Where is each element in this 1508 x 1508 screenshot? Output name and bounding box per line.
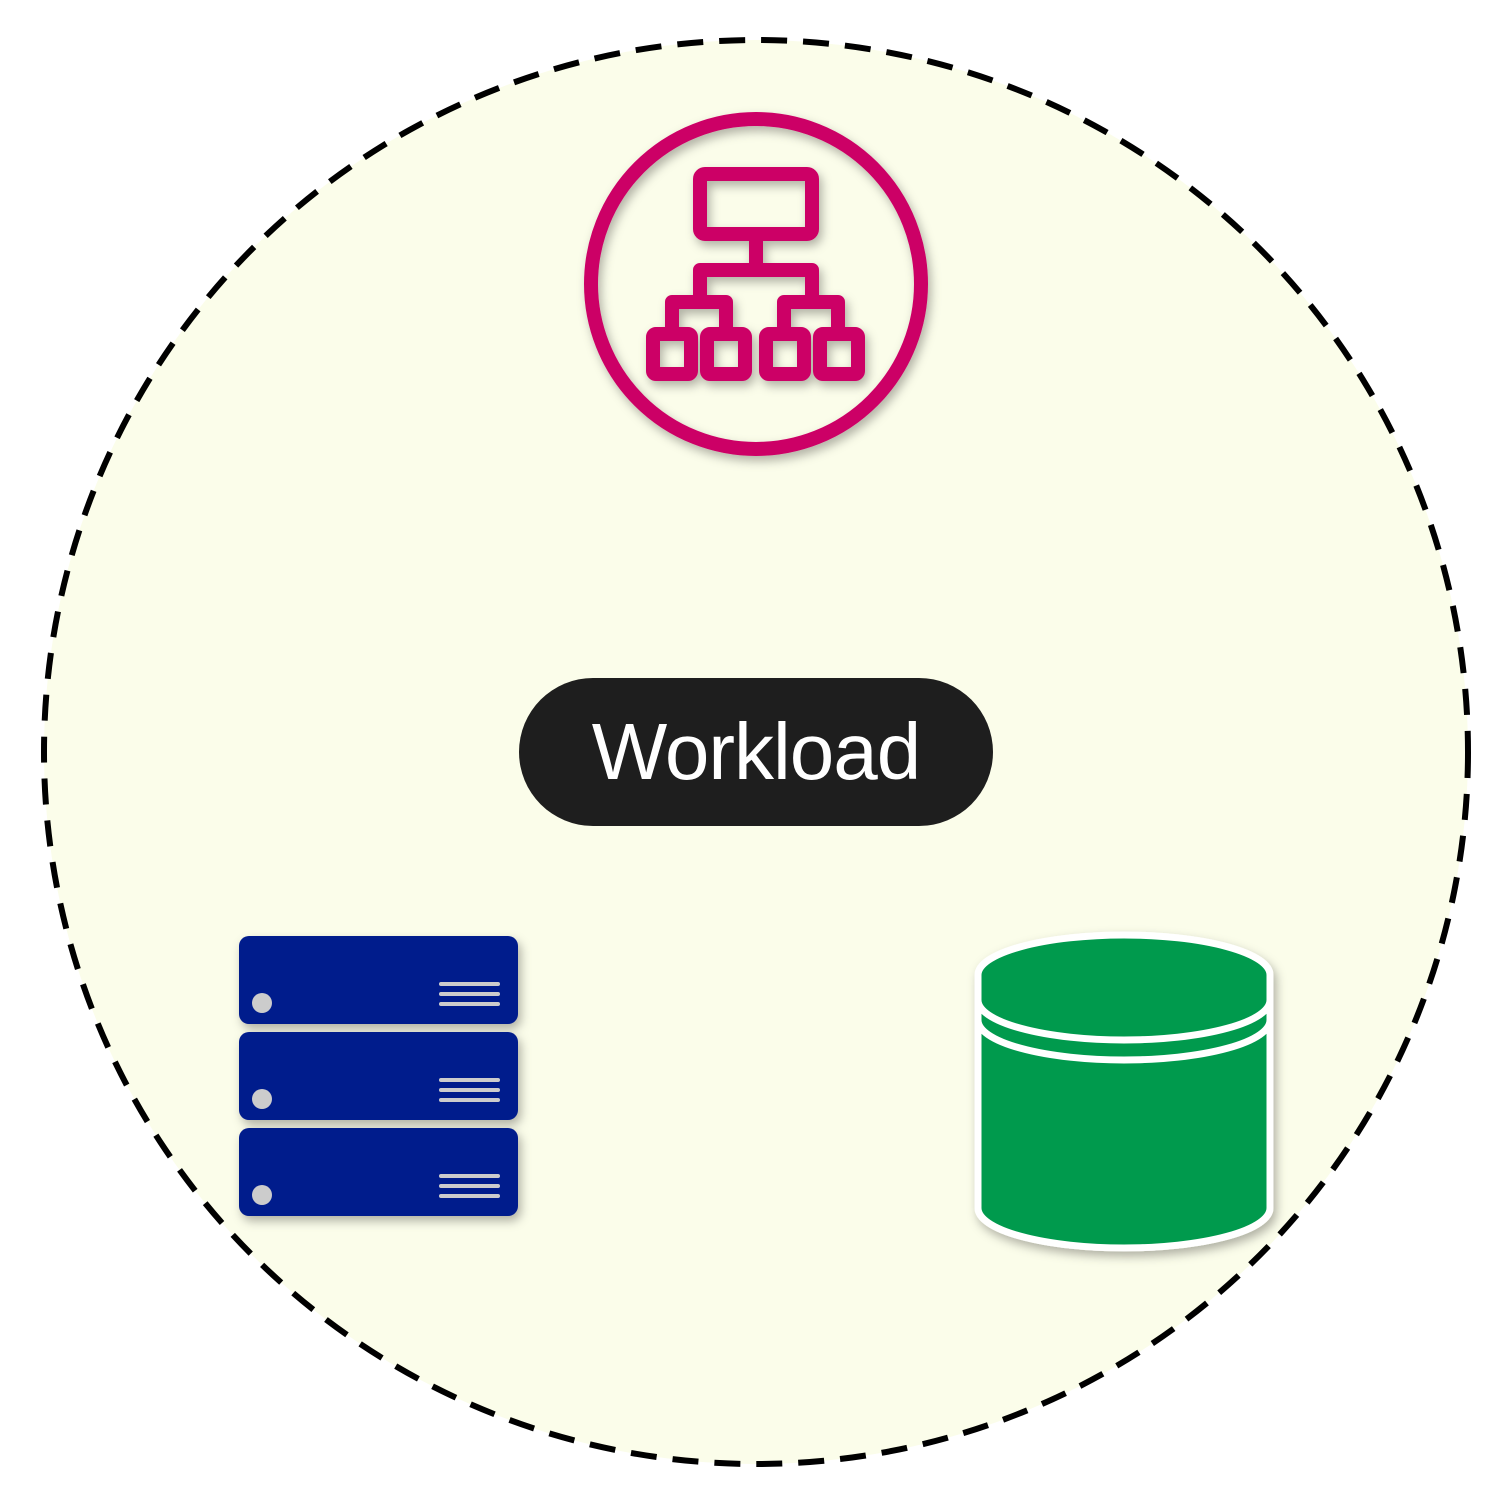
- server-rack-icon: [239, 936, 518, 1216]
- workload-label: Workload: [519, 678, 993, 826]
- hierarchy-network-icon: [584, 112, 928, 456]
- database-icon: [974, 931, 1274, 1252]
- workload-label-text: Workload: [591, 707, 921, 796]
